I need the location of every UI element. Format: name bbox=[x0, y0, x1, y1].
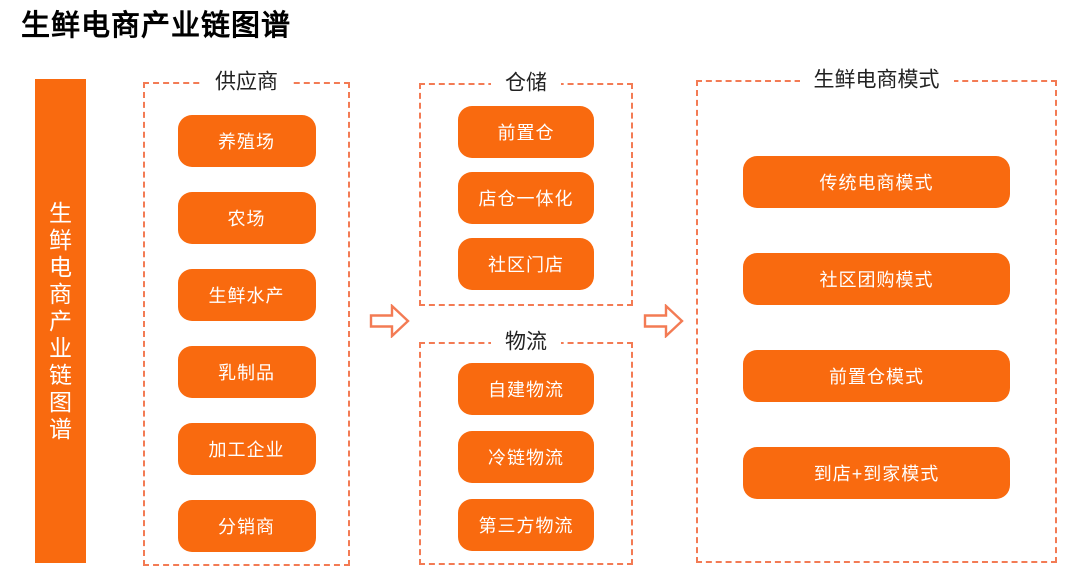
node-processing-enterprise: 加工企业 bbox=[177, 423, 316, 475]
group-warehousing-title: 仓储 bbox=[491, 70, 561, 97]
group-suppliers-title: 供应商 bbox=[201, 69, 292, 96]
group-suppliers-nodes: 养殖场 农场 生鲜水产 乳制品 加工企业 分销商 bbox=[145, 84, 348, 564]
node-community-group-buy-model: 社区团购模式 bbox=[743, 253, 1010, 305]
node-front-warehouse: 前置仓 bbox=[458, 106, 594, 158]
group-suppliers: 供应商 养殖场 农场 生鲜水产 乳制品 加工企业 分销商 bbox=[143, 69, 350, 566]
node-front-warehouse-model: 前置仓模式 bbox=[743, 350, 1010, 402]
node-self-built-logistics: 自建物流 bbox=[458, 363, 594, 415]
node-dairy: 乳制品 bbox=[177, 346, 316, 398]
node-to-store-to-home-model: 到店+到家模式 bbox=[743, 447, 1010, 499]
group-warehousing: 仓储 前置仓 店仓一体化 社区门店 bbox=[419, 70, 633, 306]
node-farm-breeding: 养殖场 bbox=[177, 115, 316, 167]
group-models: 生鲜电商模式 传统电商模式 社区团购模式 前置仓模式 到店+到家模式 bbox=[696, 67, 1057, 563]
group-logistics-nodes: 自建物流 冷链物流 第三方物流 bbox=[421, 344, 631, 563]
node-third-party-logistics: 第三方物流 bbox=[458, 499, 594, 551]
group-logistics-title: 物流 bbox=[491, 329, 561, 356]
sidebar-banner: 生鲜电商产业链图谱 bbox=[35, 79, 86, 563]
group-models-title: 生鲜电商模式 bbox=[799, 67, 954, 94]
group-models-nodes: 传统电商模式 社区团购模式 前置仓模式 到店+到家模式 bbox=[698, 82, 1055, 561]
node-store-warehouse-integration: 店仓一体化 bbox=[458, 172, 594, 224]
node-distributor: 分销商 bbox=[177, 500, 316, 552]
group-warehousing-nodes: 前置仓 店仓一体化 社区门店 bbox=[421, 85, 631, 304]
page-title: 生鲜电商产业链图谱 bbox=[21, 10, 292, 42]
sidebar-banner-label: 生鲜电商产业链图谱 bbox=[49, 199, 72, 442]
flow-arrow-icon bbox=[369, 304, 410, 338]
node-fresh-aquatic: 生鲜水产 bbox=[177, 269, 316, 321]
group-logistics: 物流 自建物流 冷链物流 第三方物流 bbox=[419, 329, 633, 565]
flow-arrow-icon bbox=[643, 304, 684, 338]
node-cold-chain-logistics: 冷链物流 bbox=[458, 431, 594, 483]
node-community-store: 社区门店 bbox=[458, 238, 594, 290]
node-farm: 农场 bbox=[177, 192, 316, 244]
node-traditional-ecommerce-model: 传统电商模式 bbox=[743, 156, 1010, 208]
